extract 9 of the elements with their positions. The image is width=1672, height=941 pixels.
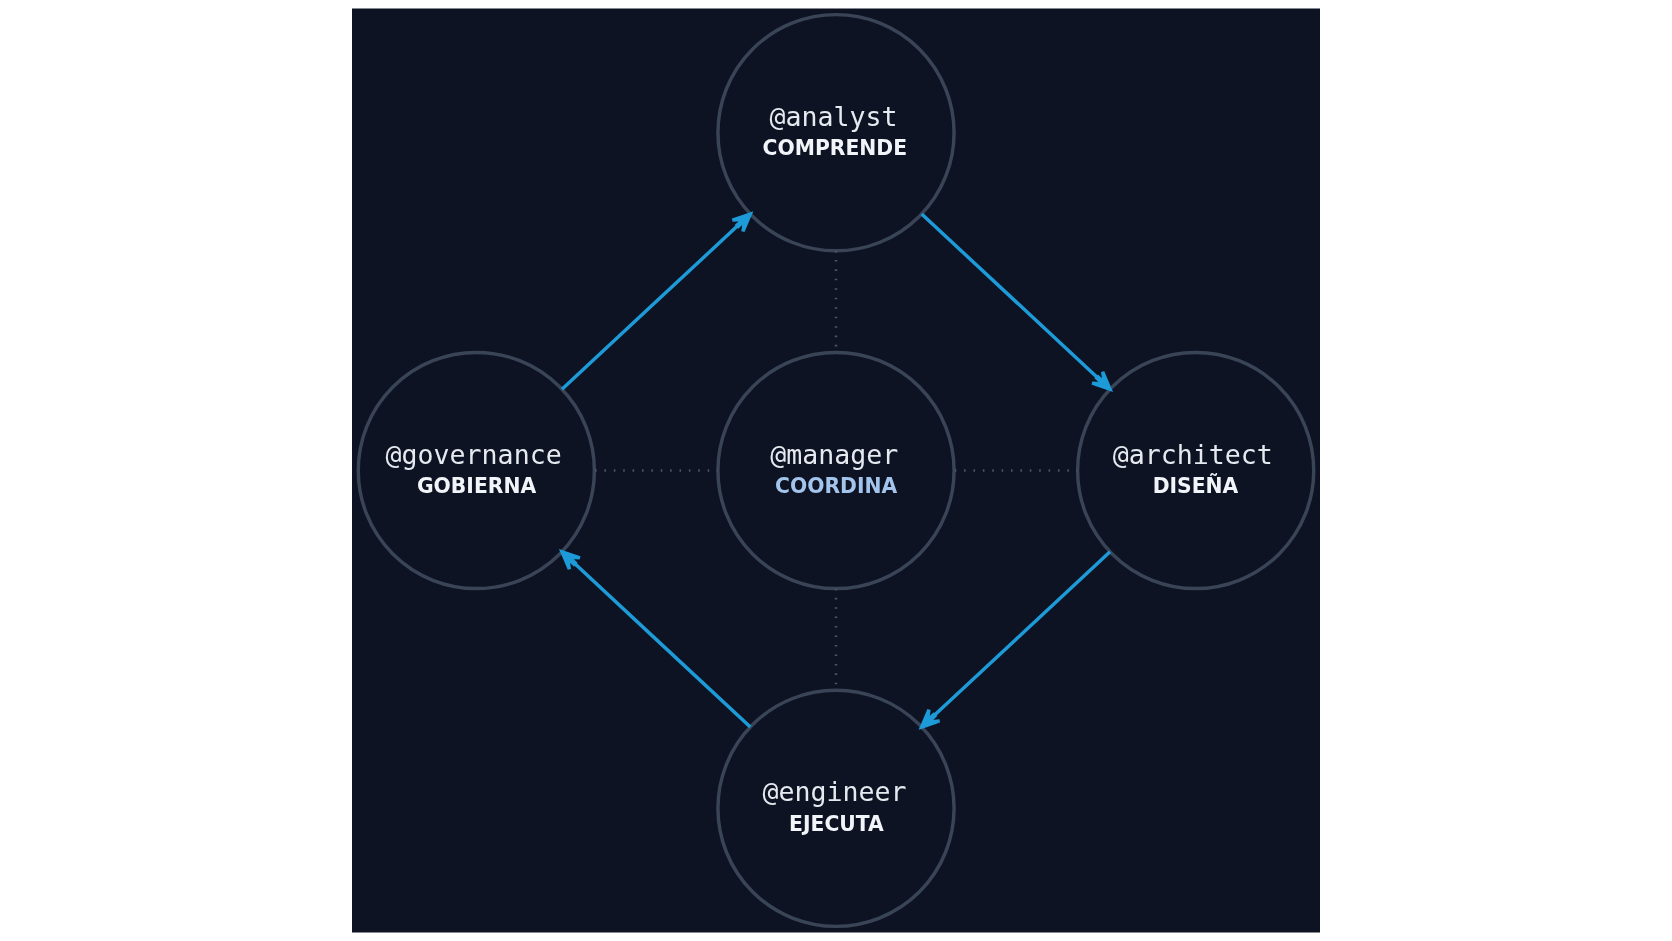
node-circle: @architect DISEÑA: [1075, 350, 1316, 591]
node-circle: @manager COORDINA: [716, 350, 956, 591]
node-circle: @engineer EJECUTA: [716, 688, 956, 929]
arrow: [920, 212, 1112, 391]
node-circle: @analyst COMPRENDE: [716, 12, 956, 253]
arrow: [560, 550, 752, 729]
arrow: [919, 550, 1112, 729]
node-circle: @governance GOBIERNA: [356, 350, 597, 591]
arrow: [560, 212, 752, 391]
